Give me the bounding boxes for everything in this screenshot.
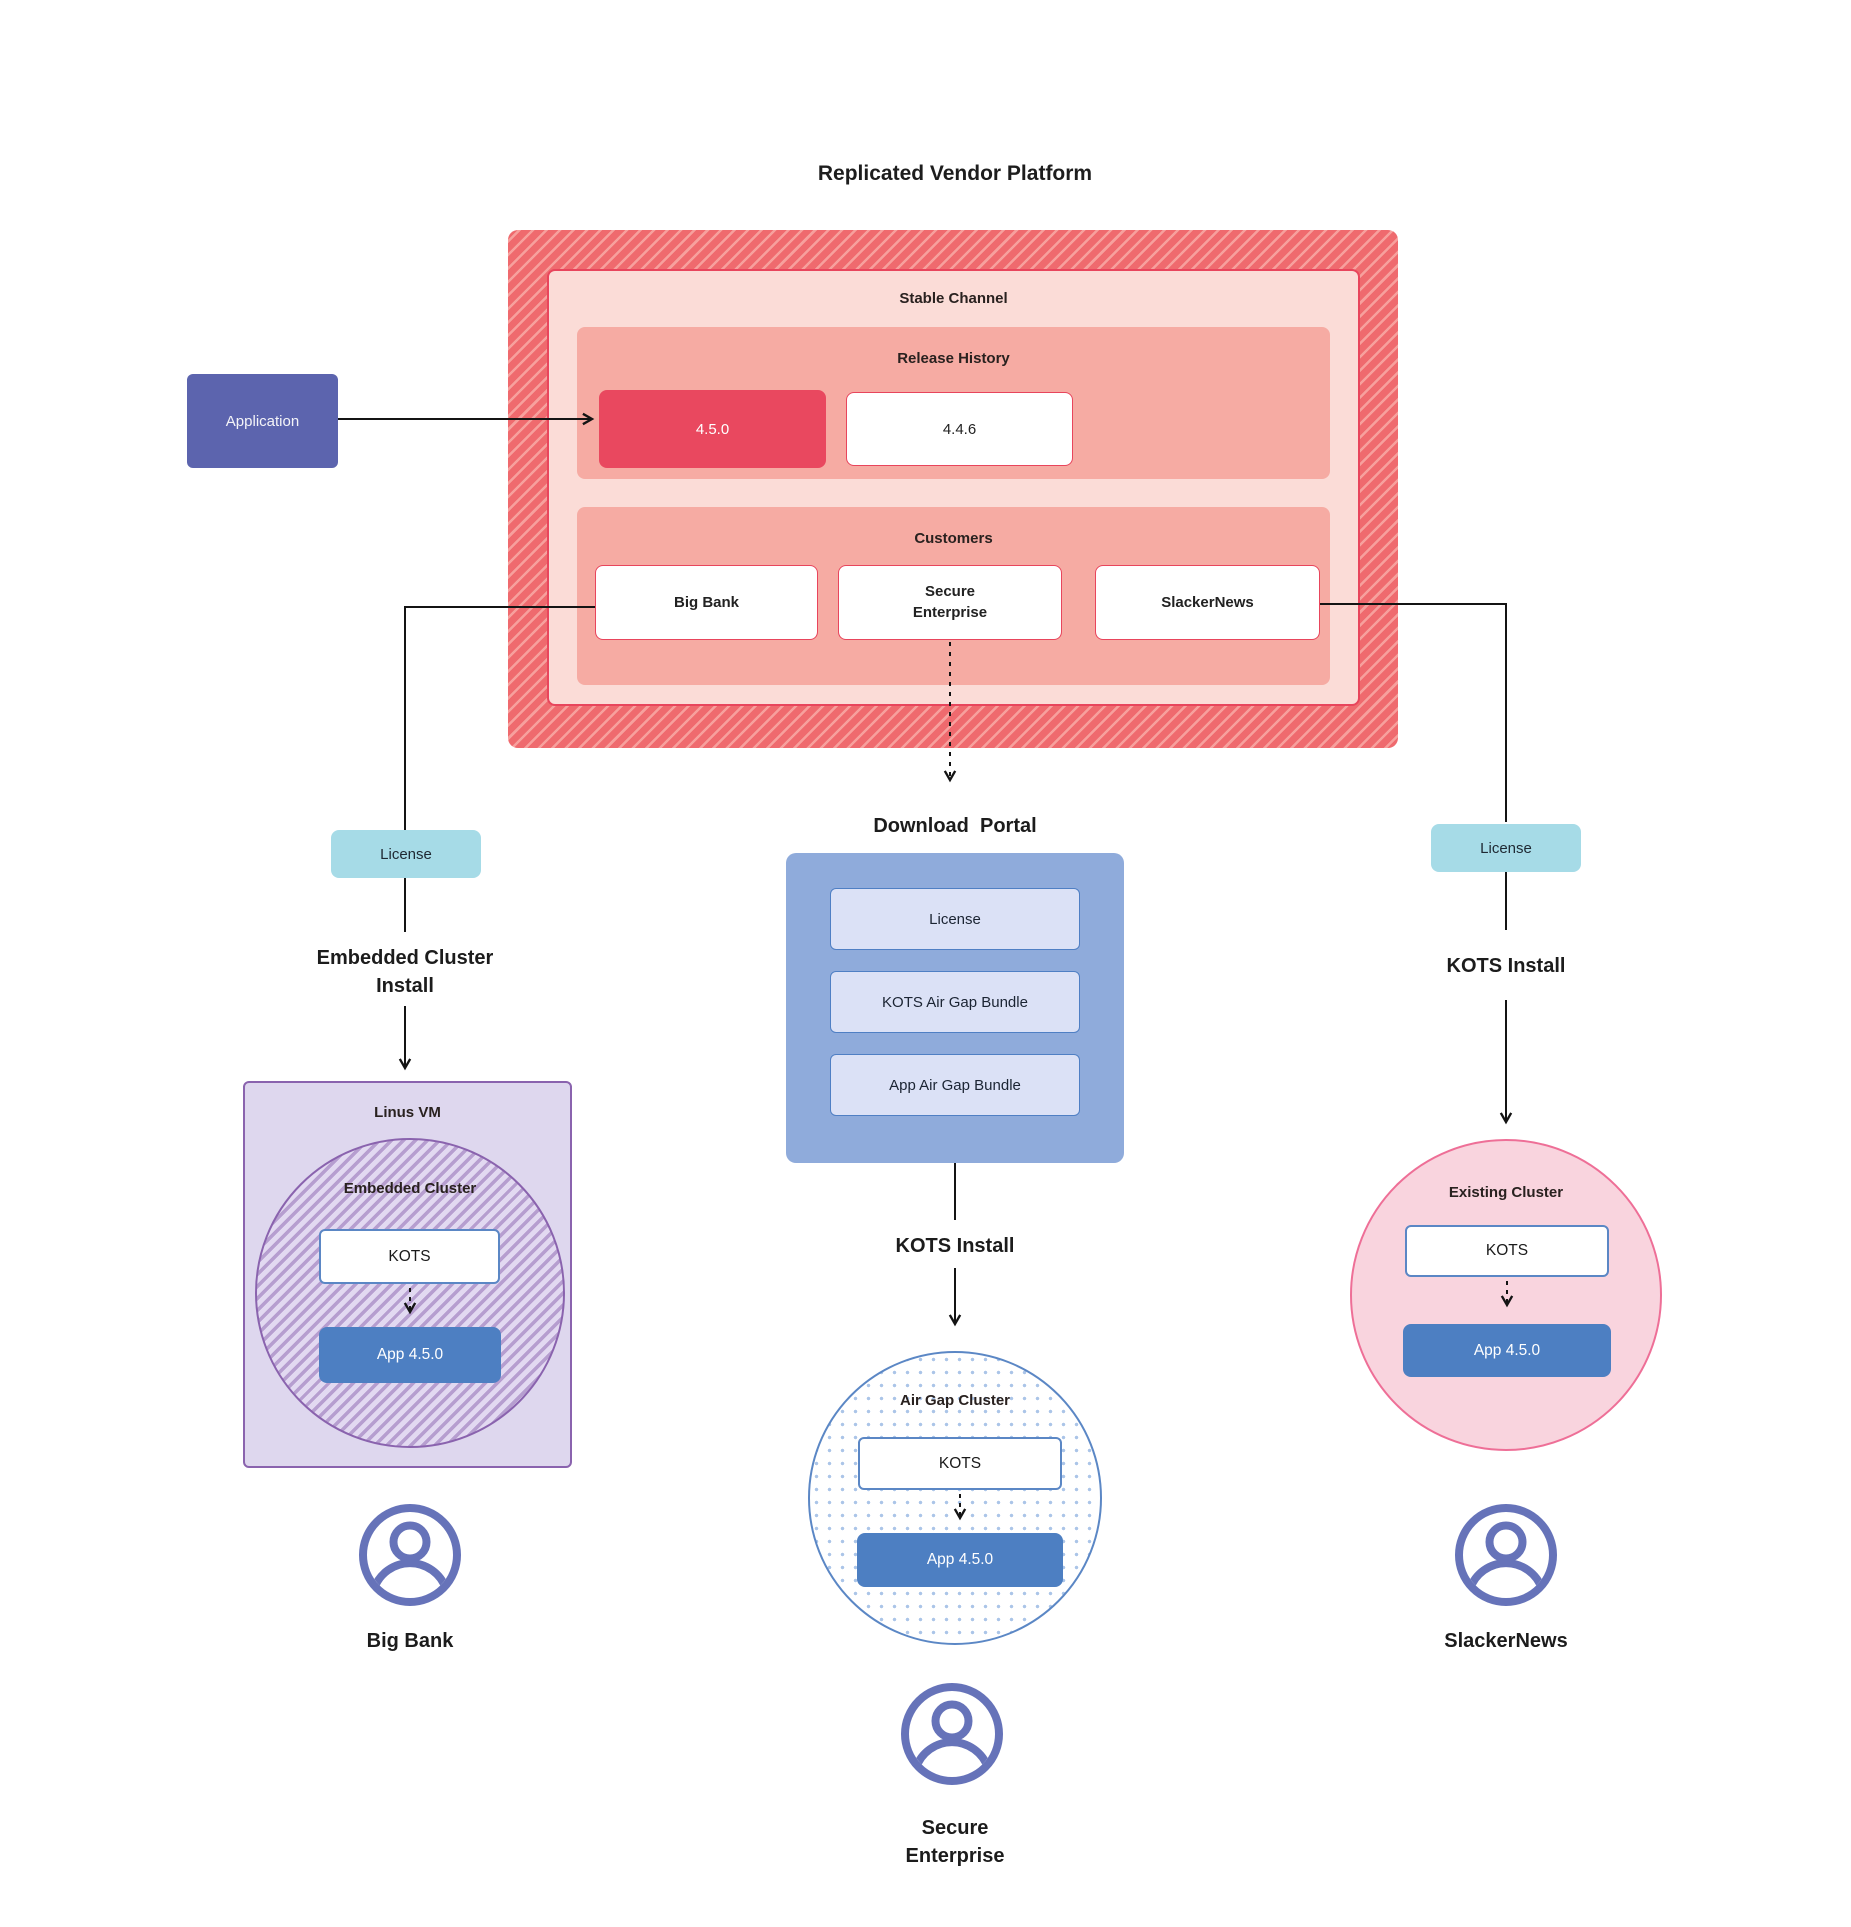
kots-node-right: KOTS: [1405, 1225, 1609, 1277]
linus-vm-label: Linus VM: [374, 1103, 441, 1121]
embedded-cluster-label: Embedded Cluster: [343, 1179, 477, 1197]
release-4-4-6: 4.4.6: [846, 392, 1073, 466]
diagram-title: Replicated Vendor Platform: [817, 162, 1093, 185]
release-4-5-0: 4.5.0: [599, 390, 826, 468]
kots-node-center: KOTS: [858, 1437, 1062, 1490]
big-bank-user-label: Big Bank: [366, 1630, 454, 1652]
user-icon-slackernews: [1455, 1504, 1557, 1606]
kots-node-left: KOTS: [319, 1229, 500, 1284]
portal-kots-bundle-item: KOTS Air Gap Bundle: [830, 971, 1080, 1033]
air-gap-cluster-circle: [808, 1351, 1102, 1645]
download-portal-label: Download Portal: [873, 815, 1037, 837]
stable-channel-label: Stable Channel: [899, 289, 1008, 307]
embedded-cluster-install-label: Embedded Cluster Install: [316, 947, 494, 997]
customer-secure-enterprise: Secure Enterprise: [838, 565, 1062, 640]
existing-cluster-label: Existing Cluster: [1448, 1183, 1564, 1201]
release-history-label: Release History: [897, 349, 1010, 367]
license-node-left: License: [331, 830, 481, 878]
portal-app-bundle-item: App Air Gap Bundle: [830, 1054, 1080, 1116]
customer-slackernews: SlackerNews: [1095, 565, 1320, 640]
secure-enterprise-user-label: Secure Enterprise: [905, 1817, 1005, 1867]
customers-label: Customers: [914, 529, 993, 547]
air-gap-cluster-label: Air Gap Cluster: [899, 1391, 1011, 1409]
app-node-left: App 4.5.0: [319, 1327, 501, 1383]
customer-big-bank: Big Bank: [595, 565, 818, 640]
user-icon-secure-enterprise: [901, 1683, 1003, 1785]
embedded-cluster-circle: [255, 1138, 565, 1448]
portal-license-item: License: [830, 888, 1080, 950]
app-node-right: App 4.5.0: [1403, 1324, 1611, 1377]
kots-install-label-center: KOTS Install: [895, 1235, 1015, 1257]
slackernews-user-label: SlackerNews: [1444, 1630, 1568, 1652]
app-node-center: App 4.5.0: [857, 1533, 1063, 1587]
license-node-right: License: [1431, 824, 1581, 872]
user-icon-big-bank: [359, 1504, 461, 1606]
kots-install-label-right: KOTS Install: [1446, 955, 1566, 977]
application-node: Application: [187, 374, 338, 468]
